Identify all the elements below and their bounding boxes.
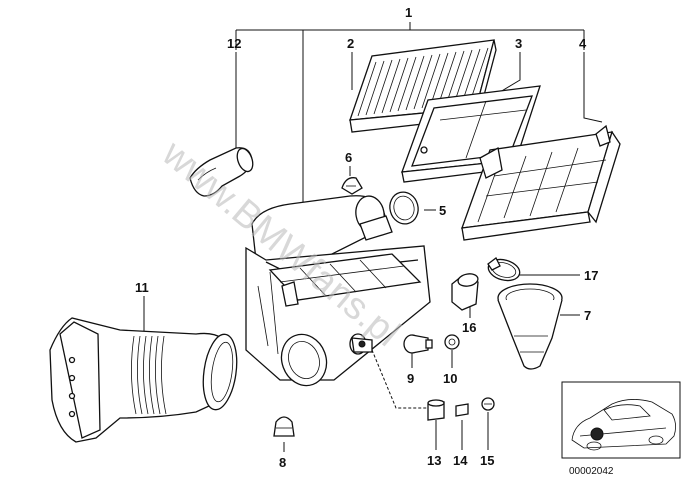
clip-part [341, 177, 363, 195]
callout-5: 5 [439, 203, 446, 218]
callout-4: 4 [579, 36, 587, 51]
air-cleaner-housing-part [245, 195, 431, 387]
intake-duct-part [49, 317, 238, 443]
hose-clamp-part [487, 257, 521, 282]
screw-part [481, 397, 495, 411]
callout-14: 14 [453, 453, 468, 468]
callout-7: 7 [584, 308, 591, 323]
callout-6: 6 [345, 150, 352, 165]
callout-12: 12 [227, 36, 241, 51]
nut-part [444, 334, 460, 350]
callout-10: 10 [443, 371, 457, 386]
grommet-part [403, 334, 433, 354]
rubber-mount-part [273, 416, 295, 437]
leader-lines [143, 22, 603, 452]
callout-17: 17 [584, 268, 598, 283]
spacer-part [455, 403, 469, 417]
callout-labels: 1 2 3 4 5 6 7 8 9 10 11 12 13 14 15 16 1… [135, 5, 598, 470]
callout-15: 15 [480, 453, 494, 468]
vehicle-inset [561, 381, 681, 459]
callout-11: 11 [135, 280, 149, 295]
callout-2: 2 [347, 36, 354, 51]
callout-16: 16 [462, 320, 476, 335]
sleeve-part [451, 273, 479, 311]
elbow-hose-part [189, 147, 254, 197]
callout-8: 8 [279, 455, 286, 470]
bushing-part [427, 399, 445, 421]
reference-number: 00002042 [569, 466, 614, 477]
callout-9: 9 [407, 371, 414, 386]
filter-cover-part [461, 124, 621, 241]
seal-ring-part [389, 191, 419, 225]
callout-13: 13 [427, 453, 441, 468]
callout-1: 1 [405, 5, 412, 20]
intake-funnel-part [497, 283, 563, 370]
callout-3: 3 [515, 36, 522, 51]
car-location-icon [571, 399, 676, 451]
